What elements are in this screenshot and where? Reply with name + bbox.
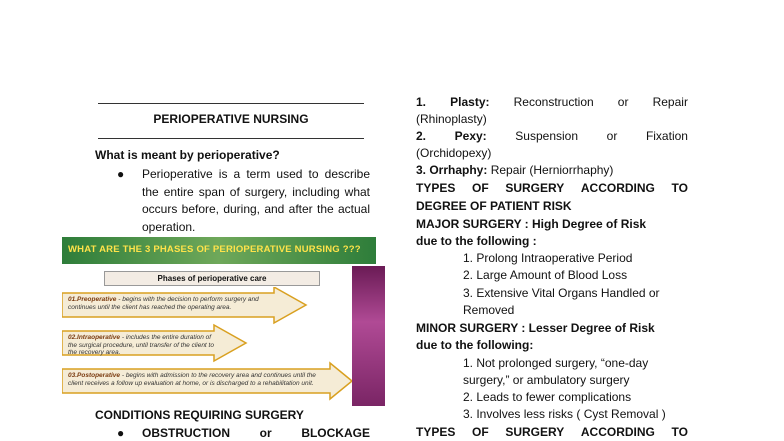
phase-arrows <box>62 287 352 401</box>
postoperative-arrow <box>62 361 352 401</box>
major-item: Removed <box>463 303 515 317</box>
word: OBSTRUCTION <box>142 426 230 440</box>
orrhaphy-line: 3. Orrhaphy: Repair (Herniorrhaphy) <box>416 162 688 179</box>
minor-item: 2. Leads to fewer complications <box>463 390 632 404</box>
word: or <box>617 95 629 109</box>
intraoperative-desc: - includes the entire duration of the su… <box>68 334 214 356</box>
minor-item: surgery,” or ambulatory surgery <box>463 373 630 387</box>
word: BLOCKAGE <box>301 426 370 440</box>
word: TO <box>671 181 688 195</box>
pexy-num: 2. <box>416 129 427 143</box>
word: SURGERY <box>505 181 565 195</box>
pexy-term: Pexy: <box>454 129 487 143</box>
obstruction-bullet: ● OBSTRUCTION or BLOCKAGE <box>112 426 370 440</box>
conditions-heading: CONDITIONS REQUIRING SURGERY <box>95 408 304 422</box>
definition-bullet: ● Perioperative is a term used to descri… <box>112 166 370 236</box>
postoperative-desc: - begins with admission to the recovery … <box>68 372 316 387</box>
top-rule <box>98 103 364 104</box>
question-text: What is meant by perioperative? <box>95 148 280 162</box>
obstruction-text: OBSTRUCTION or BLOCKAGE <box>142 426 370 440</box>
intraoperative-text: 02.Intraoperative - includes the entire … <box>68 334 214 357</box>
minor-item: 3. Involves less risks ( Cyst Removal ) <box>463 407 666 421</box>
intraoperative-label: 02.Intraoperative <box>68 334 121 341</box>
figure-side-bar <box>352 266 385 406</box>
word: ACCORDING <box>580 425 655 439</box>
preoperative-desc: - begins with the decision to perform su… <box>68 296 259 311</box>
word: TYPES <box>416 425 456 439</box>
postoperative-text: 03.Postoperative - begins with admission… <box>68 372 326 387</box>
plasty-cont: (Rhinoplasty) <box>416 112 487 126</box>
word: Suspension <box>515 129 579 143</box>
definition-text: Perioperative is a term used to describe… <box>142 167 370 234</box>
plasty-num: 1. <box>416 95 427 109</box>
word: TO <box>671 425 688 439</box>
types-heading-line2: DEGREE OF PATIENT RISK <box>416 199 572 213</box>
types-bottom-line: TYPES OF SURGERY ACCORDING TO <box>416 424 688 441</box>
word: Reconstruction <box>513 95 594 109</box>
figure-subtitle: Phases of perioperative care <box>104 271 320 286</box>
minor-surgery-line2: due to the following: <box>416 338 534 352</box>
postoperative-label: 03.Postoperative <box>68 372 121 379</box>
word: Repair <box>652 95 688 109</box>
orrhaphy-desc: Repair (Herniorrhaphy) <box>487 163 614 177</box>
minor-surgery-line1: MINOR SURGERY : Lesser Degree of Risk <box>416 321 655 335</box>
types-heading-line1: TYPES OF SURGERY ACCORDING TO <box>416 180 688 197</box>
orrhaphy-term: 3. Orrhaphy: <box>416 163 488 177</box>
word: OF <box>472 425 489 439</box>
pexy-line: 2. Pexy: Suspension or Fixation <box>416 128 688 145</box>
pexy-cont: (Orchidopexy) <box>416 146 492 160</box>
minor-item: 1. Not prolonged surgery, “one-day <box>463 356 649 370</box>
bullet-mark: ● <box>117 426 125 440</box>
word: or <box>259 426 272 440</box>
word: TYPES <box>416 181 456 195</box>
plasty-line: 1. Plasty: Reconstruction or Repair <box>416 94 688 111</box>
word: Fixation <box>645 129 688 143</box>
major-item: 1. Prolong Intraoperative Period <box>463 251 633 265</box>
preoperative-arrow <box>62 287 308 325</box>
major-surgery-line2: due to the following : <box>416 234 537 248</box>
word: OF <box>472 181 489 195</box>
plasty-term: Plasty: <box>450 95 490 109</box>
section-heading: PERIOPERATIVE NURSING <box>153 112 309 126</box>
figure-banner: WHAT ARE THE 3 PHASES OF PERIOPERATIVE N… <box>62 237 376 264</box>
word: SURGERY <box>505 425 565 439</box>
bottom-rule <box>98 138 364 139</box>
intraoperative-arrow <box>62 323 248 363</box>
major-item: 3. Extensive Vital Organs Handled or <box>463 286 660 300</box>
preoperative-text: 01.Preoperative - begins with the decisi… <box>68 296 268 311</box>
figure-banner-text: WHAT ARE THE 3 PHASES OF PERIOPERATIVE N… <box>68 244 361 255</box>
major-item: 2. Large Amount of Blood Loss <box>463 268 628 282</box>
preoperative-label: 01.Preoperative <box>68 296 117 303</box>
word: or <box>606 129 618 143</box>
bullet-mark: ● <box>117 167 125 181</box>
phases-figure: WHAT ARE THE 3 PHASES OF PERIOPERATIVE N… <box>62 237 385 406</box>
major-surgery-line1: MAJOR SURGERY : High Degree of Risk <box>416 217 647 231</box>
word: ACCORDING <box>580 181 655 195</box>
